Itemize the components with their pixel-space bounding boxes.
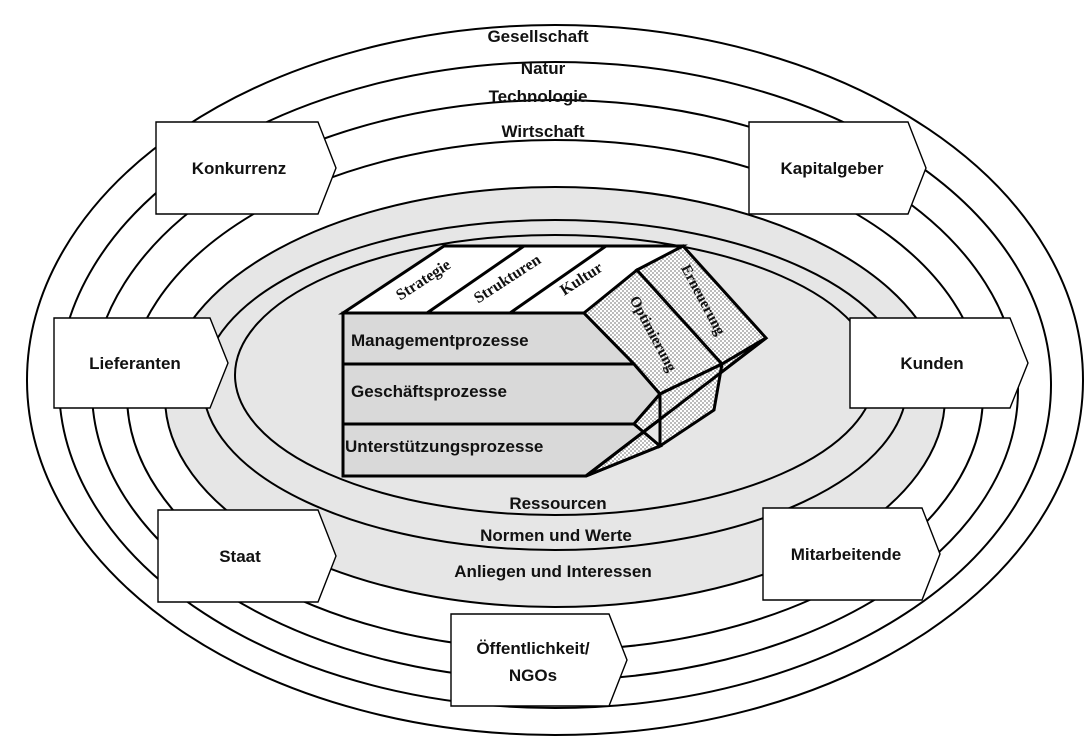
process-cube: Strategie Strukturen Kultur Managementpr…: [338, 244, 769, 478]
stakeholder-kapitalgeber: Kapitalgeber: [748, 121, 927, 215]
stakeholder-kapitalgeber-label: Kapitalgeber: [781, 159, 884, 178]
stakeholder-konkurrenz-label: Konkurrenz: [192, 159, 286, 178]
label-ressourcen: Ressourcen: [509, 494, 606, 513]
label-technologie: Technologie: [489, 87, 588, 106]
stakeholder-mitarbeitende: Mitarbeitende: [762, 507, 941, 601]
label-natur: Natur: [521, 59, 566, 78]
stakeholder-kunden: Kunden: [849, 317, 1029, 409]
cube-label-managementprozesse: Managementprozesse: [351, 331, 529, 350]
cube-label-unterstuetzungsprozesse: Unterstützungsprozesse: [345, 437, 543, 456]
label-normen-und-werte: Normen und Werte: [480, 526, 632, 545]
stakeholder-oeffentlichkeit-label-2: NGOs: [509, 666, 557, 685]
stakeholder-konkurrenz: Konkurrenz: [155, 121, 337, 215]
label-wirtschaft: Wirtschaft: [502, 122, 585, 141]
cube-label-geschaeftsprozesse: Geschäftsprozesse: [351, 382, 507, 401]
stakeholder-lieferanten-label: Lieferanten: [89, 354, 181, 373]
stakeholder-staat-label: Staat: [219, 547, 261, 566]
stakeholder-mitarbeitende-label: Mitarbeitende: [791, 545, 902, 564]
label-anliegen-und-interessen: Anliegen und Interessen: [454, 562, 651, 581]
stakeholder-oeffentlichkeit: Öffentlichkeit/ NGOs: [450, 613, 628, 707]
label-gesellschaft: Gesellschaft: [487, 27, 588, 46]
stakeholder-staat: Staat: [157, 509, 337, 603]
stakeholder-oeffentlichkeit-label-1: Öffentlichkeit/: [476, 639, 590, 658]
stakeholder-kunden-label: Kunden: [900, 354, 963, 373]
stakeholder-lieferanten: Lieferanten: [53, 317, 229, 409]
ring-gesellschaft: [26, 24, 1084, 736]
